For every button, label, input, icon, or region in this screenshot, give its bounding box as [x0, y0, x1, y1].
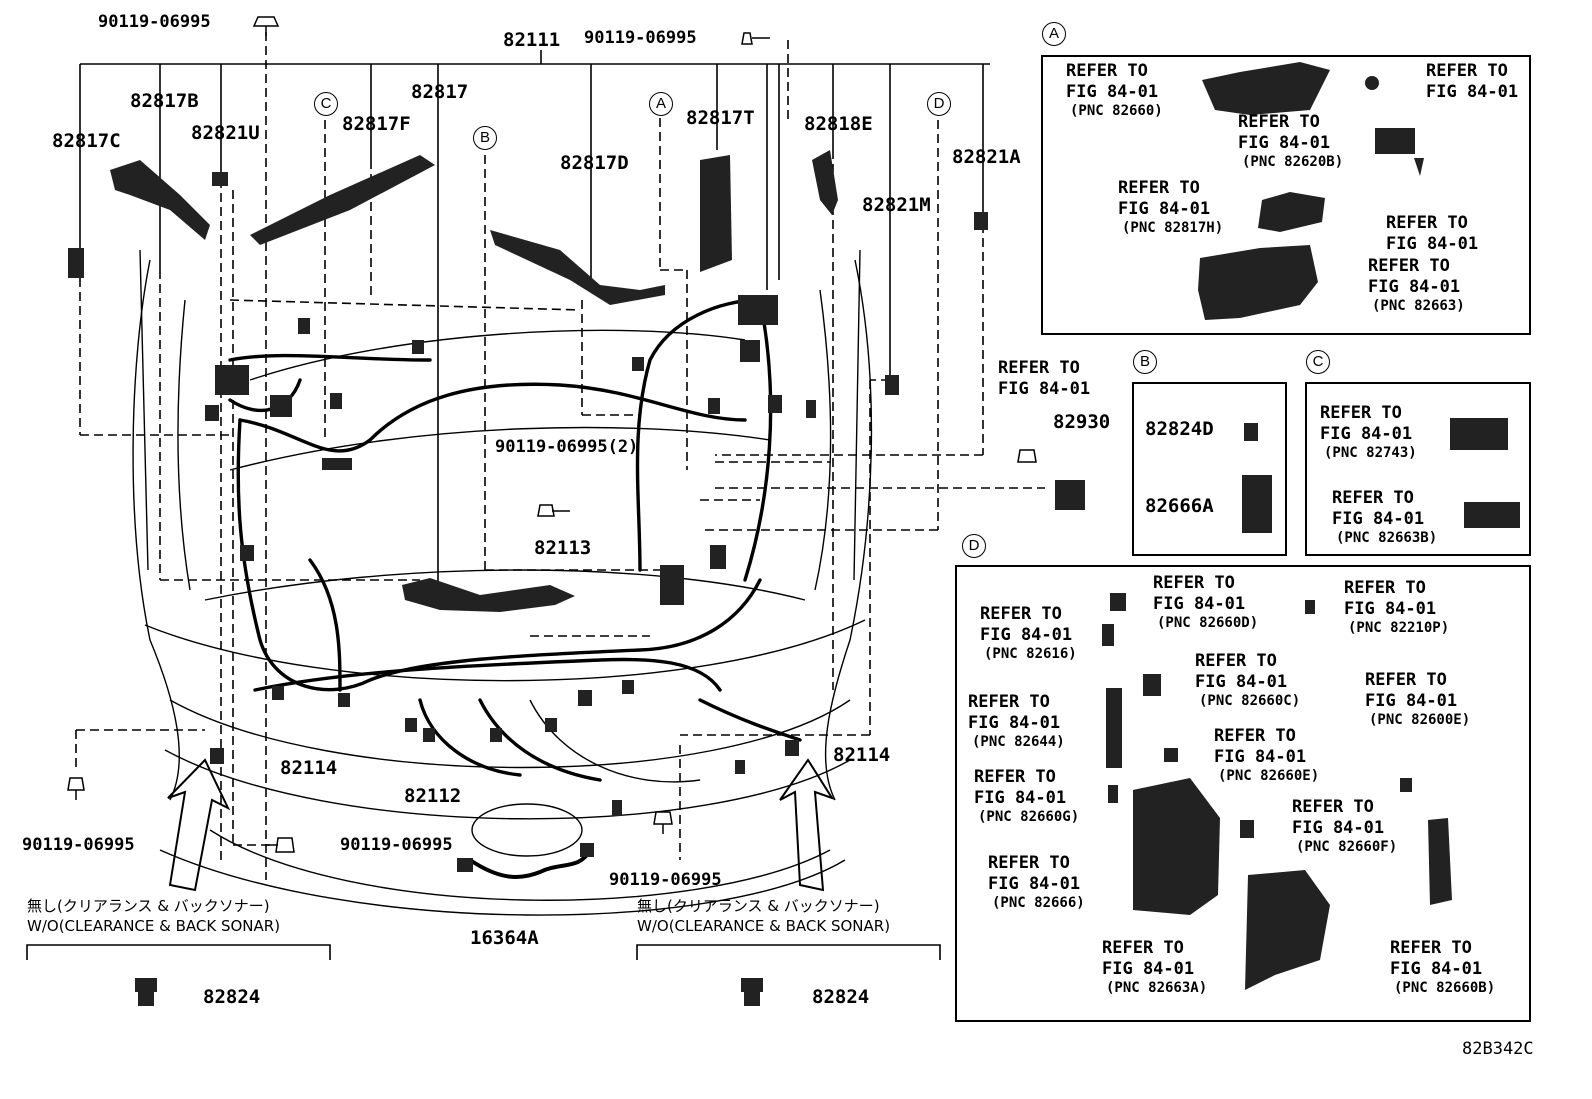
front-arrows [167, 758, 835, 892]
wire-harness [228, 298, 802, 782]
part-label-82114-right: 82114 [833, 744, 891, 766]
part-label-82824-left: 82824 [203, 986, 261, 1008]
part-label-82113: 82113 [534, 537, 592, 559]
part-label-82114-left: 82114 [280, 757, 338, 779]
inset-a-frame [1041, 55, 1531, 335]
part-label-82824-right: 82824 [812, 986, 870, 1008]
bracket-82817T [700, 155, 732, 272]
hose-16364A [468, 848, 592, 879]
note-right-jp: 無し(クリアランス & バックソナー) [637, 897, 880, 915]
inset-marker-c: C [1306, 350, 1330, 374]
part-label-82817B: 82817B [130, 90, 199, 112]
bracket-82817D [490, 230, 665, 305]
bolt-label-bottom-left: 90119-06995 [22, 835, 135, 855]
bolt-label-bottom-center: 90119-06995 [340, 835, 453, 855]
part-label-16364A: 16364A [470, 927, 539, 949]
bolt-label-bottom-right: 90119-06995 [609, 870, 722, 890]
clip-82817B [68, 248, 84, 278]
dashed-leaders [75, 32, 1045, 880]
part-label-82112: 82112 [404, 785, 462, 807]
part-label-82817D: 82817D [560, 152, 629, 174]
clip-82821U [212, 172, 228, 186]
part-label-82817C: 82817C [52, 130, 121, 152]
vehicle-outline [132, 249, 873, 916]
part-label-82824D: 82824D [1145, 418, 1214, 440]
inset-c-frame [1305, 382, 1531, 556]
bracket-82817 [402, 578, 575, 612]
callout-marker-c: C [314, 92, 338, 116]
bracket-82817F [250, 155, 435, 245]
drawing-id: 82B342C [1462, 1039, 1534, 1059]
part-label-82818E: 82818E [804, 113, 873, 135]
bracket-82817C [110, 160, 210, 240]
part-label-82821U: 82821U [191, 122, 260, 144]
bolt-label-center: 90119-06995(2) [495, 437, 639, 457]
part-label-82817: 82817 [411, 81, 469, 103]
callout-marker-d: D [927, 92, 951, 116]
inset-marker-a: A [1042, 22, 1066, 46]
part-label-82817F: 82817F [342, 113, 411, 135]
part-label-82666A: 82666A [1145, 495, 1214, 517]
note-right-en: W/O(CLEARANCE & BACK SONAR) [637, 917, 891, 935]
callout-marker-b: B [473, 126, 497, 150]
part-label-82821M: 82821M [862, 194, 931, 216]
bolt-label-top-left: 90119-06995 [98, 12, 211, 32]
note-left-en: W/O(CLEARANCE & BACK SONAR) [27, 917, 281, 935]
inset-d-frame [955, 565, 1531, 1022]
connector-16364A-b [580, 843, 594, 857]
bolt-icon [67, 16, 1037, 853]
bolt-label-top-center: 90119-06995 [584, 28, 697, 48]
clip-82821M [885, 375, 899, 395]
part-label-82817T: 82817T [686, 107, 755, 129]
callout-marker-a: A [649, 92, 673, 116]
inset-part-glyphs [1102, 62, 1520, 990]
part-label-82930: 82930 [1053, 411, 1111, 433]
connector-82930 [1055, 480, 1085, 510]
main-harness-bracket [79, 50, 990, 600]
clip-82821A [974, 212, 988, 230]
bottom-brackets [26, 944, 941, 960]
bracket-82818E [812, 150, 838, 215]
inset-marker-d: D [962, 534, 986, 558]
connector-16364A-a [457, 858, 473, 872]
note-left-jp: 無し(クリアランス & バックソナー) [27, 897, 270, 915]
part-glyphs [67, 16, 1085, 1006]
part-label-82111: 82111 [503, 29, 561, 51]
inset-marker-b: B [1133, 350, 1157, 374]
part-label-82821A: 82821A [952, 146, 1021, 168]
inset-b-frame [1132, 382, 1287, 556]
